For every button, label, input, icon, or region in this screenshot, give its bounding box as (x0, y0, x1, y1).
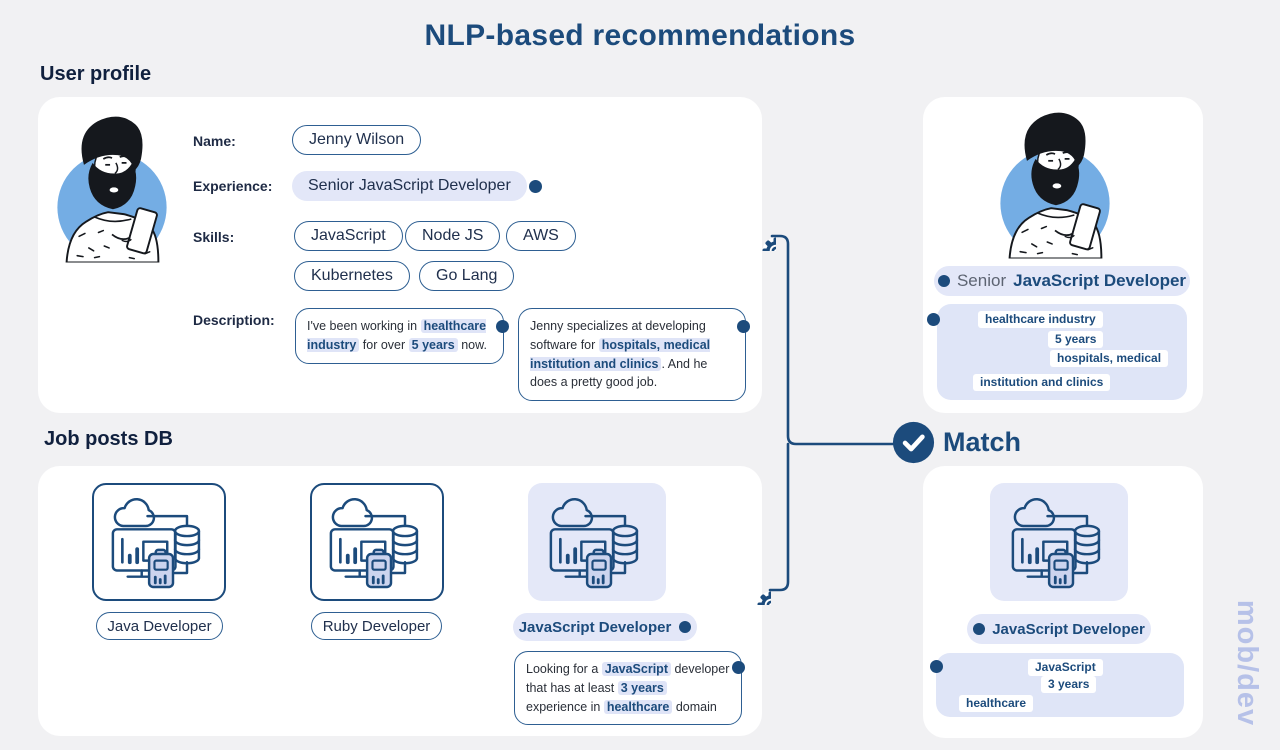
result-keywords-box: healthcare industry 5 years hospitals, m… (927, 304, 1187, 400)
name-value-pill: Jenny Wilson (292, 125, 422, 155)
description-box-1: I've been working in healthcare industry… (295, 308, 504, 364)
match-label: Match (943, 427, 1022, 457)
result-avatar-illustration (997, 108, 1113, 261)
description-2-link-dot (737, 320, 750, 333)
field-label-description: Description: (193, 312, 275, 328)
job-db-icon (103, 493, 215, 592)
gear-icon (746, 221, 776, 251)
mobidev-logo: mob/dev (1231, 599, 1263, 727)
experience-link-dot (529, 180, 542, 193)
skill-pill-kubernetes: Kubernetes (294, 261, 410, 291)
skill-pill-aws: AWS (506, 221, 576, 251)
user-avatar-illustration (54, 112, 170, 265)
job-label-java: Java Developer (96, 612, 223, 640)
job-description-link-dot (732, 661, 745, 674)
keyword-chip: 5 years (1048, 331, 1104, 348)
page-title: NLP-based recommendations (424, 19, 856, 52)
match-checkmark-icon (892, 421, 935, 464)
keyword-chip: JavaScript (1028, 659, 1103, 676)
keyword-chip: institution and clinics (973, 374, 1111, 391)
job-label-javascript: JavaScript Developer (513, 613, 697, 641)
skill-pill-javascript: JavaScript (294, 221, 403, 251)
field-label-skills: Skills: (193, 229, 235, 245)
skill-pill-golang: Go Lang (419, 261, 515, 291)
description-box-2: Jenny specializes at developing software… (518, 308, 746, 401)
keyword-chip: hospitals, medical (1050, 350, 1169, 367)
section-label-job-posts: Job posts DB (44, 428, 173, 450)
keyword-chip: 3 years (1041, 676, 1097, 693)
result-job-role-pill: JavaScript Developer (967, 614, 1151, 644)
job-db-icon (1003, 493, 1115, 592)
result-job-link-dot (973, 623, 986, 635)
job-label-javascript-text: JavaScript Developer (518, 618, 672, 636)
job-tile-java (92, 483, 226, 601)
experience-value-pill: Senior JavaScript Developer (292, 171, 527, 201)
section-label-user-profile: User profile (40, 63, 152, 85)
result-job-keywords-box: JavaScript 3 years healthcare (930, 653, 1184, 717)
job-label-link-dot (679, 621, 692, 633)
gear-icon (741, 575, 771, 605)
job-tile-ruby (310, 483, 444, 601)
result-role-pill: Senior JavaScript Developer (934, 266, 1190, 296)
keywords-link-dot (927, 313, 940, 326)
job-keywords-link-dot (930, 660, 943, 673)
field-label-experience: Experience: (193, 178, 273, 194)
keyword-chip: healthcare (959, 695, 1034, 712)
result-role-prefix: Senior (956, 271, 1007, 290)
job-db-icon (321, 493, 433, 592)
job-db-icon (541, 493, 653, 592)
skill-pill-nodejs: Node JS (405, 221, 501, 251)
result-job-role-text: JavaScript Developer (992, 620, 1145, 638)
description-1-link-dot (496, 320, 509, 333)
job-label-ruby: Ruby Developer (311, 612, 442, 640)
result-role-link-dot (937, 275, 950, 287)
job-tile-javascript (528, 483, 666, 601)
keyword-chip: healthcare industry (978, 311, 1103, 328)
field-label-name: Name: (193, 133, 236, 149)
result-role-text: JavaScript Developer (1013, 271, 1187, 290)
result-job-tile (990, 483, 1128, 601)
job-description-box: Looking for a JavaScript developer that … (514, 651, 742, 726)
